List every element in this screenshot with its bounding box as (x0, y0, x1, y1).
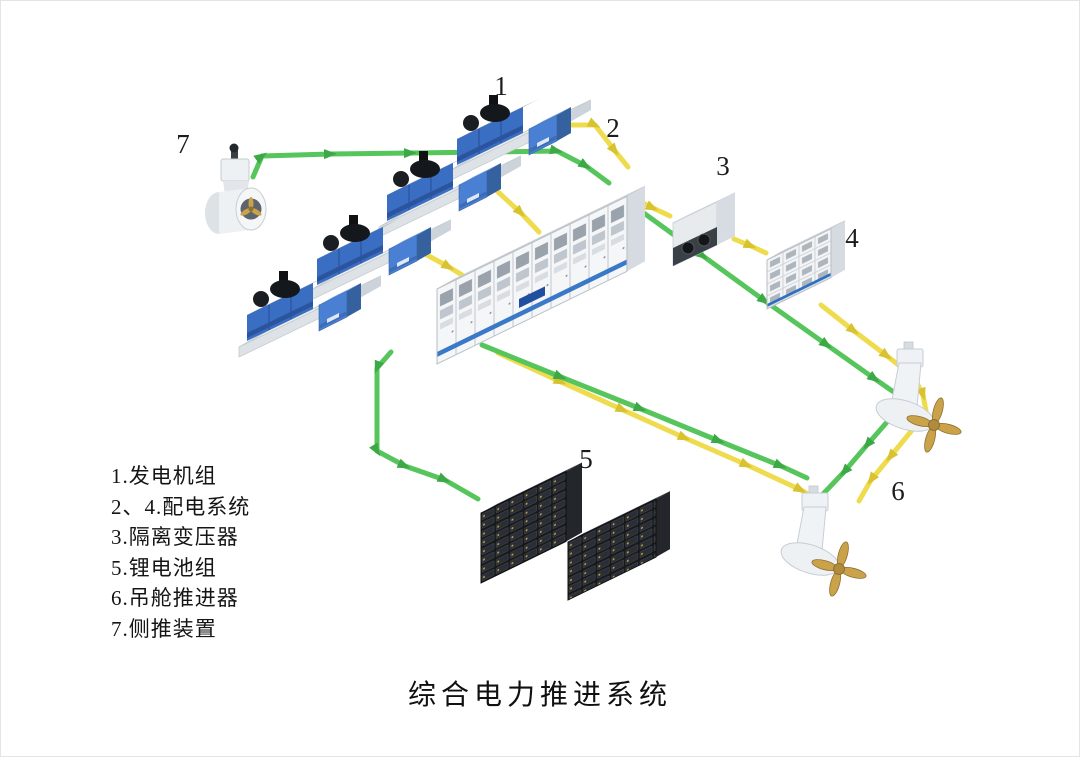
callout-2-switchboard: 2 (606, 113, 620, 143)
side-thruster-motor (220, 158, 250, 182)
cabinet4-brand-stripe (767, 272, 831, 307)
callout-4-cabinet: 4 (845, 223, 859, 253)
switchboard-panel-doors (437, 196, 627, 364)
cables-layer (250, 117, 929, 507)
legend-item-pod: 6.吊舱推进器 (111, 586, 239, 610)
pod-thruster-lower (776, 485, 868, 598)
switchboard-brand-stripe (437, 259, 627, 357)
battery-rack-right (567, 491, 670, 601)
transformer-side-face (717, 193, 735, 245)
switchboard-end-face (627, 186, 645, 272)
callout-1-generators: 1 (494, 71, 508, 101)
legend-item-distribution: 2、4.配电系统 (111, 494, 251, 519)
generator-set-1 (448, 94, 592, 182)
battery-left-cells (480, 470, 567, 584)
legend-item-battery: 5.锂电池组 (111, 555, 217, 580)
side-thruster (205, 143, 267, 234)
side-thruster-cap (229, 143, 239, 153)
diagram-title: 综合电力推进系统 (407, 680, 672, 711)
distribution-cabinet-4 (766, 220, 846, 310)
cable-green-switchboard-to-lower-pod (479, 342, 810, 481)
cable-green-upper-to-lower-pod (820, 411, 897, 497)
transformer-gauge (681, 241, 695, 255)
legend: 1.发电机组 2、4.配电系统 3.隔离变压器 5.锂电池组 6.吊舱推进器 7… (111, 461, 250, 644)
main-switchboard (436, 185, 646, 365)
callout-3-transformer: 3 (716, 151, 730, 181)
cable-yellow-gen3-connector (424, 252, 470, 281)
legend-item-sidethruster: 7.侧推装置 (111, 616, 217, 641)
side-thruster-hub (248, 206, 254, 212)
cabinet4-panels (767, 228, 831, 309)
side-thruster-blade (248, 197, 254, 210)
generator-set-4 (238, 270, 382, 358)
legend-item-transformer: 3.隔离变压器 (111, 525, 239, 549)
callout-6-pods: 6 (891, 476, 905, 506)
isolation-transformer (672, 192, 736, 267)
cable-yellow-gen1-to-switchboard (558, 117, 631, 170)
battery-right-cells (567, 498, 657, 601)
battery-rack-left (480, 462, 582, 584)
switchboard-logo (519, 286, 545, 309)
transformer-gauge (697, 233, 711, 247)
battery-left-side-face (566, 462, 582, 542)
pod-thruster-upper (871, 341, 963, 454)
battery-right-side-face (656, 491, 670, 558)
cable-yellow-upper-to-lower-pod (856, 426, 916, 504)
cabinet4-end-face (831, 220, 845, 278)
callout-7-sidethruster: 7 (176, 129, 190, 159)
side-thruster-shaft (231, 149, 238, 161)
cable-green-switchboard-to-battery (369, 349, 481, 502)
callout-5-battery: 5 (579, 444, 593, 474)
cable-yellow-gen2-connector (494, 188, 542, 235)
cable-green-sidethruster-to-switchboard (250, 144, 612, 186)
legend-item-generators: 1.发电机组 (111, 464, 217, 488)
cable-yellow-transformer-to-cabinet4 (731, 236, 769, 256)
